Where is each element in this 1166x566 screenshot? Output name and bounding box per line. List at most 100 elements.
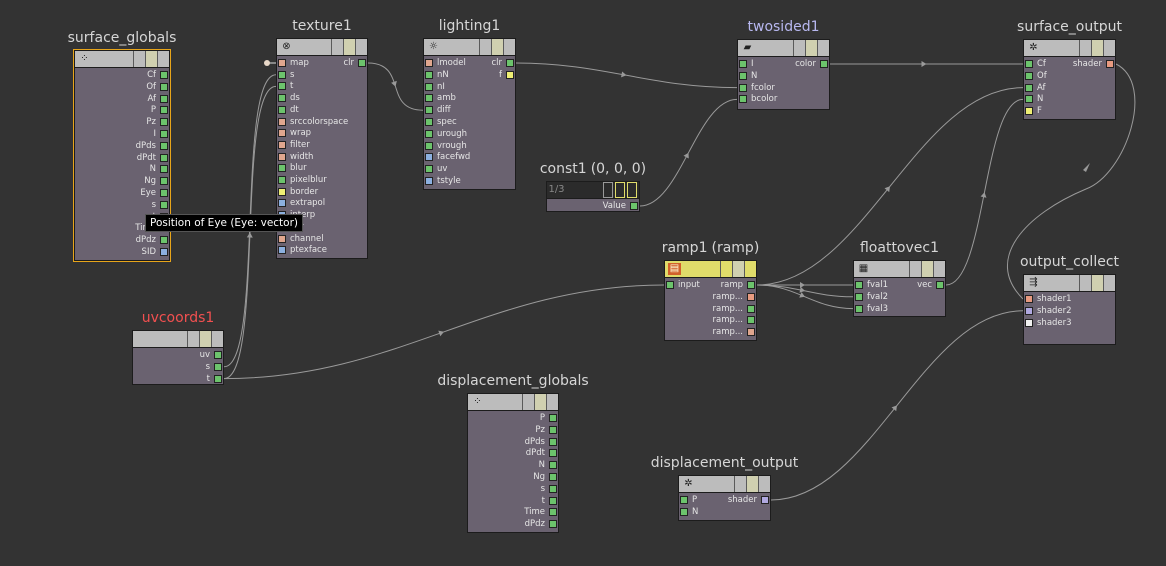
display-flag[interactable] <box>1103 275 1115 291</box>
bypass-flag[interactable] <box>479 39 491 55</box>
output-port-eye[interactable] <box>160 189 168 197</box>
output-port-p[interactable] <box>160 106 168 115</box>
input-port-extrapol[interactable] <box>278 199 286 208</box>
input-port-cf[interactable] <box>1025 60 1033 68</box>
input-port-nn[interactable] <box>425 70 433 79</box>
input-port-pixelblur[interactable] <box>278 176 286 184</box>
template-flag[interactable] <box>921 261 933 277</box>
input-port-shader1[interactable] <box>1025 295 1033 303</box>
input-port-urough[interactable] <box>425 129 433 138</box>
template-flag[interactable] <box>534 394 546 410</box>
output-port-n[interactable] <box>549 461 557 470</box>
input-port-i[interactable] <box>739 60 747 68</box>
output-port-p[interactable] <box>549 414 557 422</box>
display-flag[interactable] <box>211 331 223 347</box>
input-port-channel[interactable] <box>278 234 286 243</box>
output-port-s[interactable] <box>214 362 222 371</box>
input-port-ptexface[interactable] <box>278 246 286 255</box>
input-port-facefwd[interactable] <box>425 153 433 162</box>
output-port-of[interactable] <box>160 82 168 91</box>
bypass-flag[interactable] <box>1079 275 1091 291</box>
output-port-s[interactable] <box>160 200 168 209</box>
output-port-n[interactable] <box>160 165 168 174</box>
display-flag[interactable] <box>355 39 367 55</box>
node-header[interactable]: ✲ <box>1023 39 1116 57</box>
node-header[interactable]: ▦ <box>853 260 946 278</box>
output-port-i[interactable] <box>160 130 168 138</box>
bypass-flag[interactable] <box>909 261 921 277</box>
input-port-of[interactable] <box>1025 71 1033 80</box>
output-port-f[interactable] <box>506 70 514 79</box>
output-port-cf[interactable] <box>160 71 168 79</box>
output-port-t[interactable] <box>549 496 557 505</box>
output-port-ng[interactable] <box>549 473 557 481</box>
template-flag[interactable] <box>1091 40 1103 56</box>
output-port-color[interactable] <box>820 60 828 68</box>
output-port-vec[interactable] <box>936 281 944 289</box>
input-port-ds[interactable] <box>278 94 286 103</box>
display-flag[interactable] <box>503 39 515 55</box>
input-port-border[interactable] <box>278 187 286 196</box>
bypass-flag[interactable] <box>603 182 613 198</box>
input-port-spec[interactable] <box>425 118 433 126</box>
input-port-af[interactable] <box>1025 83 1033 92</box>
input-port-p[interactable] <box>680 496 688 504</box>
bypass-flag[interactable] <box>734 476 746 492</box>
display-flag[interactable] <box>627 182 637 198</box>
bypass-flag[interactable] <box>522 394 534 410</box>
node-header[interactable]: 1/3 <box>546 181 640 199</box>
input-port-n[interactable] <box>739 71 747 80</box>
template-flag[interactable] <box>145 51 157 67</box>
input-port-fval2[interactable] <box>855 292 863 301</box>
node-header[interactable]: ⇶ <box>1023 274 1116 292</box>
output-port-ramp[interactable] <box>747 316 755 325</box>
output-port-dpdt[interactable] <box>549 449 557 458</box>
bypass-flag[interactable] <box>331 39 343 55</box>
display-flag[interactable] <box>157 51 169 67</box>
input-port-shader3[interactable] <box>1025 318 1033 327</box>
input-port-fcolor[interactable] <box>739 83 747 92</box>
input-port-bcolor[interactable] <box>739 95 747 104</box>
output-port-pz[interactable] <box>549 425 557 434</box>
input-port-srccolorspace[interactable] <box>278 117 286 126</box>
input-port-n[interactable] <box>680 507 688 516</box>
display-flag[interactable] <box>744 261 756 277</box>
template-flag[interactable] <box>1091 275 1103 291</box>
input-port-tstyle[interactable] <box>425 177 433 185</box>
input-port-map[interactable] <box>278 59 286 67</box>
output-port-ng[interactable] <box>160 177 168 186</box>
input-port-wrap[interactable] <box>278 129 286 138</box>
input-port-t[interactable] <box>278 82 286 91</box>
output-port-ramp[interactable] <box>747 292 755 301</box>
display-flag[interactable] <box>933 261 945 277</box>
template-flag[interactable] <box>199 331 211 347</box>
template-flag[interactable] <box>491 39 503 55</box>
input-port-width[interactable] <box>278 152 286 161</box>
output-port-dpds[interactable] <box>160 141 168 150</box>
output-port-ramp[interactable] <box>747 281 755 289</box>
node-header[interactable]: ☼ <box>423 38 516 56</box>
template-flag[interactable] <box>732 261 744 277</box>
display-flag[interactable] <box>1103 40 1115 56</box>
input-port-n[interactable] <box>1025 95 1033 104</box>
bypass-flag[interactable] <box>720 261 732 277</box>
input-port-fval1[interactable] <box>855 281 863 289</box>
template-flag[interactable] <box>805 40 817 56</box>
output-port-ramp[interactable] <box>747 328 755 337</box>
bypass-flag[interactable] <box>187 331 199 347</box>
output-port-dpdt[interactable] <box>160 153 168 162</box>
output-port-pz[interactable] <box>160 118 168 127</box>
output-port-af[interactable] <box>160 94 168 103</box>
input-port-lmodel[interactable] <box>425 59 433 67</box>
input-port-ni[interactable] <box>425 82 433 91</box>
input-port-s[interactable] <box>278 70 286 79</box>
output-port-clr[interactable] <box>358 59 366 67</box>
